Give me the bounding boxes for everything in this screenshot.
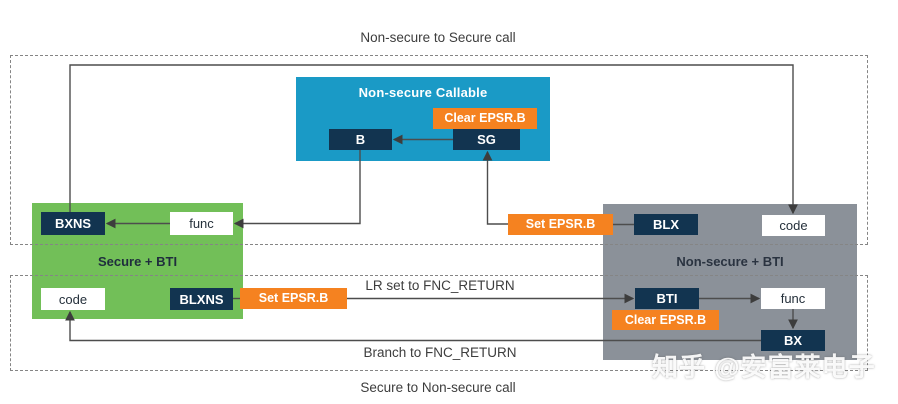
node-b-instruction: B — [329, 129, 392, 150]
title-secure-to-non-secure: Secure to Non-secure call — [360, 380, 516, 395]
label-branch-fnc-return: Branch to FNC_RETURN — [363, 345, 517, 360]
arrow-bx-return-to-code — [65, 310, 761, 342]
node-func-secure: func — [170, 212, 233, 235]
title-non-secure-to-secure: Non-secure to Secure call — [360, 30, 516, 45]
node-code-secure: code — [41, 288, 105, 310]
region-label-non-secure-callable: Non-secure Callable — [358, 85, 488, 100]
node-blx-instruction: BLX — [634, 214, 698, 235]
dashed-box-ns-to-secure — [10, 55, 868, 245]
dashed-box-secure-to-ns — [10, 275, 868, 371]
node-blxns-instruction: BLXNS — [170, 288, 233, 310]
node-func-nonsecure: func — [761, 288, 825, 309]
node-set-epsr-bottom: Set EPSR.B — [240, 288, 347, 309]
node-code-nonsecure: code — [762, 215, 825, 236]
region-label-secure-bti: Secure + BTI — [97, 254, 178, 269]
label-lr-set-fnc-return: LR set to FNC_RETURN — [365, 278, 515, 293]
node-bx-instruction: BX — [761, 330, 825, 351]
node-bti-instruction: BTI — [635, 288, 699, 309]
arrow-set-epsr-to-sg — [482, 150, 508, 225]
arrow-b-to-func — [233, 150, 361, 229]
arrow-bxns-return-to-code — [69, 64, 798, 215]
node-clear-epsr-bottom: Clear EPSR.B — [612, 310, 719, 330]
region-label-non-secure-bti: Non-secure + BTI — [676, 254, 784, 269]
node-set-epsr-top: Set EPSR.B — [508, 214, 613, 235]
node-sg-instruction: SG — [453, 129, 520, 150]
node-bxns-instruction: BXNS — [41, 212, 105, 235]
zhihu-watermark: 知乎 @安富莱电子 — [652, 352, 876, 382]
node-clear-epsr-top: Clear EPSR.B — [433, 108, 537, 129]
